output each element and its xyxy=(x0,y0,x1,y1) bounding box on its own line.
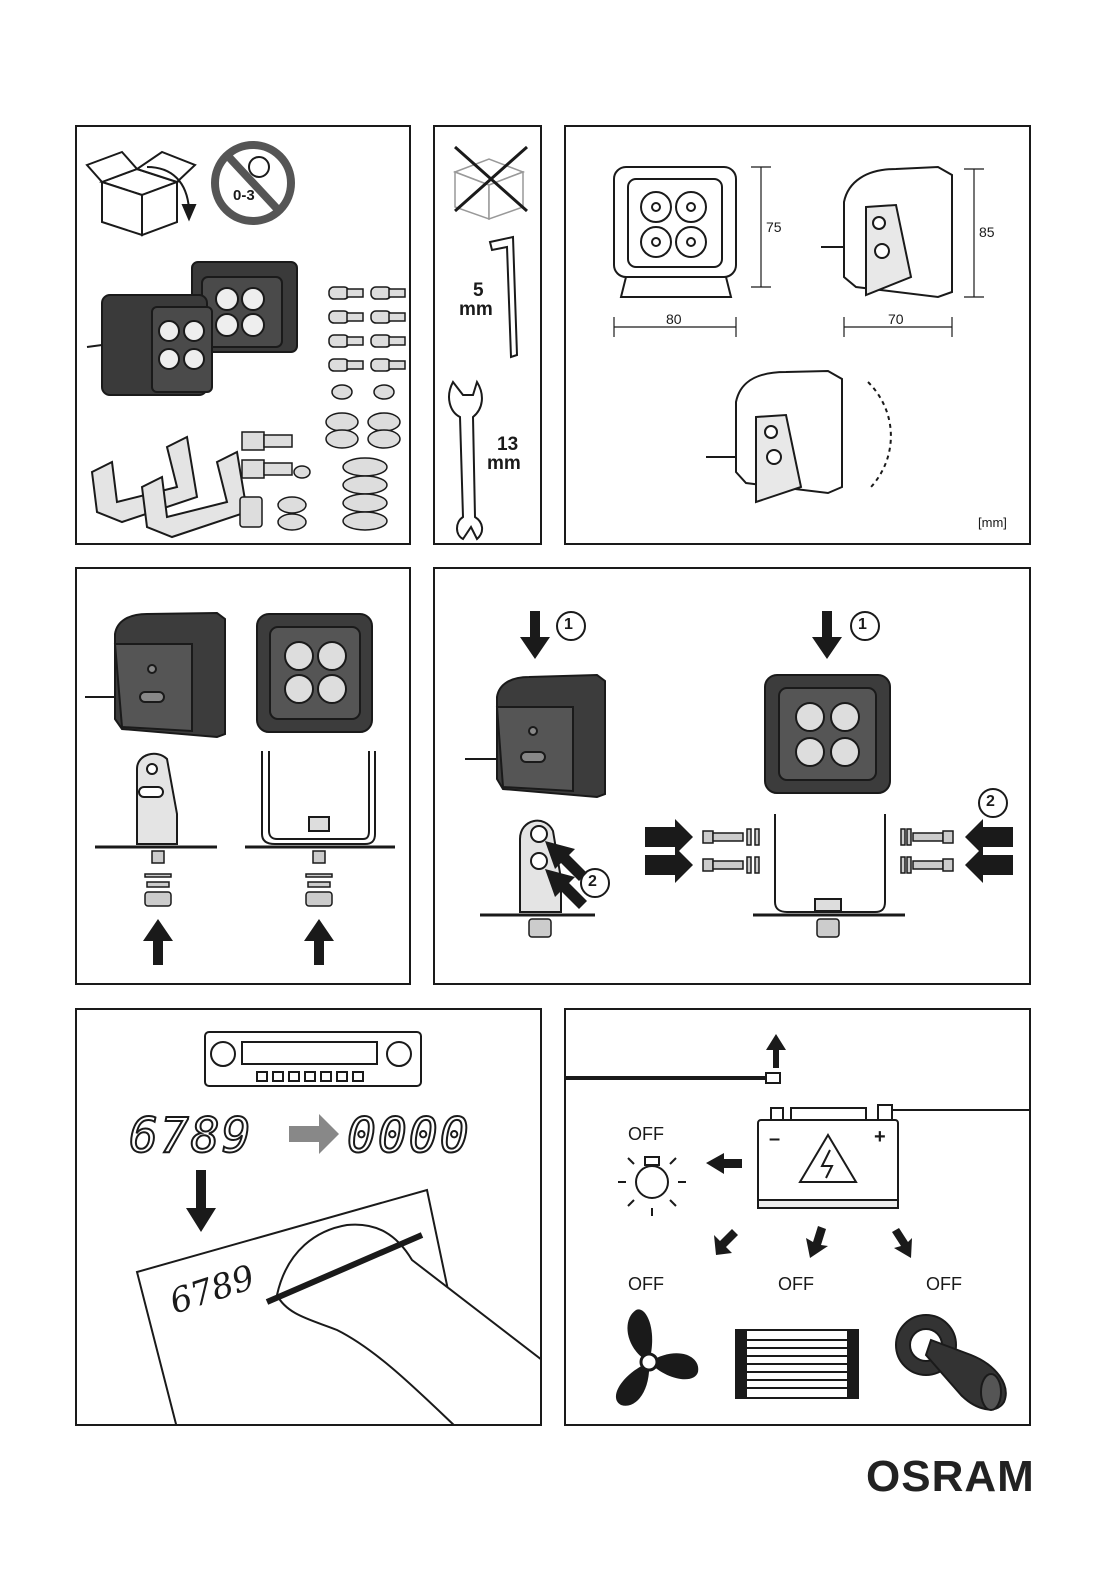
arrow-up-icon xyxy=(143,919,334,965)
panel-dimensions: 75 80 85 70 [mm] xyxy=(564,125,1031,545)
off-heater-label: OFF xyxy=(778,1274,814,1295)
lamp-side-view xyxy=(821,167,952,297)
light-icon xyxy=(618,1157,686,1216)
battery-minus: – xyxy=(769,1128,780,1151)
off-light-label: OFF xyxy=(628,1124,664,1145)
arrow-up-icon xyxy=(766,1034,786,1068)
radio-code-illustration xyxy=(77,1010,542,1426)
off-fan-label: OFF xyxy=(628,1274,664,1295)
no-box-icon xyxy=(455,159,523,219)
hex-key-icon xyxy=(490,237,517,357)
no-children-icon xyxy=(215,145,291,221)
battery-illustration xyxy=(566,1010,1031,1426)
ignition-key-icon xyxy=(896,1315,1006,1410)
panel-lamp-attach: ① ② 1 1 2 2 ① ② xyxy=(433,567,1031,985)
bracket-front xyxy=(775,814,885,912)
box-icon xyxy=(87,152,195,235)
lamp-side-dark xyxy=(85,613,225,737)
width-front-label: 80 xyxy=(666,311,682,327)
lamp-attach-illustration xyxy=(435,569,1031,985)
dimensions-illustration xyxy=(566,127,1031,545)
arrow-diagonal-icon xyxy=(714,1226,912,1258)
lamp-front-dark xyxy=(765,675,890,793)
lamp-front-dark xyxy=(257,614,372,732)
panel-bracket-mount xyxy=(75,567,411,985)
brand-logo: OSRAM xyxy=(866,1452,1035,1502)
step2-right-num: 2 xyxy=(986,793,995,811)
heater-icon xyxy=(736,1330,858,1398)
step1-right-num: 1 xyxy=(858,616,867,634)
unit-label: [mm] xyxy=(978,515,1007,530)
hex-key-unit: mm xyxy=(459,299,493,321)
screw-row xyxy=(703,829,953,873)
tools-illustration xyxy=(435,127,542,545)
arrow-left-icon xyxy=(706,1153,742,1174)
bracket-front xyxy=(262,751,375,844)
step2-left-num: 2 xyxy=(588,873,597,891)
bracket-mount-illustration xyxy=(77,569,411,985)
lamp-illustration xyxy=(87,262,297,395)
hardware-stack xyxy=(529,919,839,937)
lamp-rotation-view xyxy=(706,371,891,502)
bolts-illustration xyxy=(240,432,387,530)
code-after: 0000 xyxy=(347,1108,471,1164)
battery-icon xyxy=(758,1105,898,1208)
screws-illustration xyxy=(326,287,405,448)
wrench-icon xyxy=(449,382,482,539)
arrow-right-icon xyxy=(289,1114,339,1154)
off-ignition-label: OFF xyxy=(926,1274,962,1295)
bracket-illustration xyxy=(92,437,247,537)
fan-icon xyxy=(616,1309,698,1405)
panel-battery: – + OFF OFF OFF OFF xyxy=(564,1008,1031,1426)
arrow-down-icon xyxy=(186,1170,216,1232)
panel-radio-code: 6789 0000 6789 xyxy=(75,1008,542,1426)
battery-plus: + xyxy=(874,1126,886,1149)
height-front-label: 75 xyxy=(766,219,782,235)
age-warning-label: 0-3 xyxy=(233,187,255,204)
code-before: 6789 xyxy=(129,1108,253,1164)
lamp-front-view xyxy=(614,167,736,297)
wrench-unit: mm xyxy=(487,453,521,475)
hardware-stack xyxy=(145,851,332,906)
depth-side-label: 70 xyxy=(888,311,904,327)
height-side-label: 85 xyxy=(979,224,995,240)
radio-icon xyxy=(205,1032,421,1086)
step1-left-num: 1 xyxy=(564,616,573,634)
panel-tools: 5 mm 13 mm xyxy=(433,125,542,545)
lamp-side-dark xyxy=(465,675,605,797)
panel-contents: 0-3 xyxy=(75,125,411,545)
bracket-side xyxy=(137,754,177,844)
cable-illustration xyxy=(566,1073,1031,1110)
arrow-right-icon xyxy=(645,819,1013,883)
